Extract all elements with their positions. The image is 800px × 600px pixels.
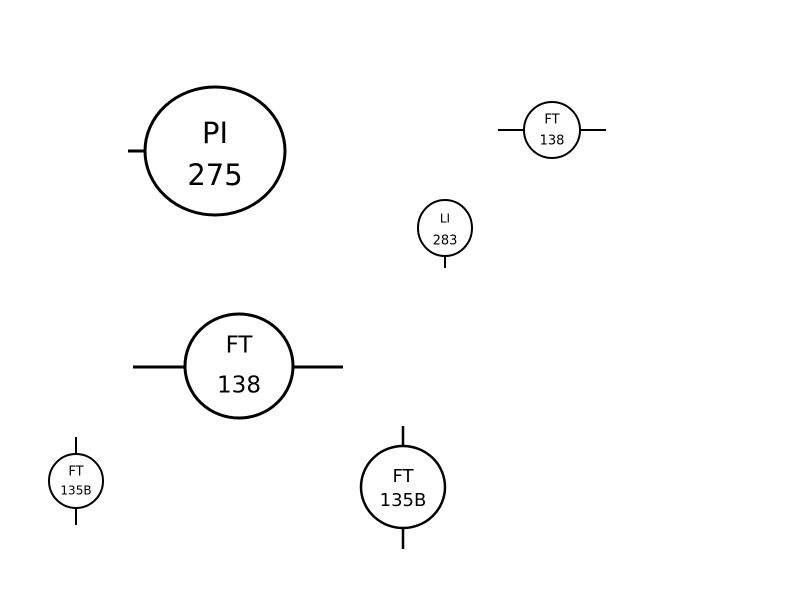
instrument-ft-138-large: FT 138 [133,312,343,420]
ft-135b-large-number: 135B [380,490,427,511]
instrument-ft-138-small: FT 138 [498,101,606,159]
pi-275-letters: PI [202,116,228,150]
li-283-number: 283 [433,234,458,249]
li-283-bubble [417,199,473,257]
ft-138-large-bubble [183,312,295,420]
instrument-li-283: LI 283 [417,199,473,268]
instrument-ft-135b-small: FT 135B [48,437,104,525]
pi-275-number: 275 [187,158,242,192]
ft-135b-large-letters: FT [392,466,414,487]
ft-135b-large-bubble [359,444,447,530]
ft-138-small-number: 138 [540,134,565,149]
pi-275-bubble [143,85,287,217]
instrument-pi-275: PI 275 [128,85,287,217]
ft-135b-small-letters: FT [68,465,83,480]
instrument-ft-135b-large: FT 135B [359,426,447,549]
ft-138-large-number: 138 [217,373,261,399]
ft-138-small-bubble [523,101,581,159]
ft-138-small-letters: FT [544,113,559,128]
ft-135b-small-number: 135B [60,484,91,498]
li-283-letters: LI [440,212,450,226]
ft-138-large-letters: FT [226,333,254,359]
ft-135b-small-bubble [48,453,104,509]
